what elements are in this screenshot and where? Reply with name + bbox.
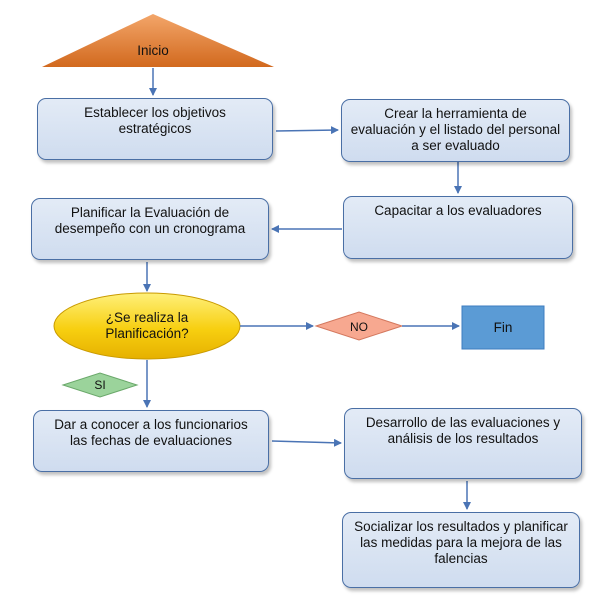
announce-label: Dar a conocer a los funcionarios las fec…: [54, 417, 248, 448]
yes-diamond: [61, 372, 139, 398]
decision-label: ¿Se realiza la Planificación?: [105, 310, 189, 341]
end-rect: [461, 305, 545, 350]
end-label: Fin: [493, 320, 513, 335]
announce-box: Dar a conocer a los funcionarios las fec…: [33, 410, 269, 472]
train-label: Capacitar a los evaluadores: [374, 203, 542, 218]
yes-label: SI: [94, 378, 106, 392]
no-label: NO: [350, 320, 368, 334]
start-triangle: [42, 14, 274, 67]
plan-label: Planificar la Evaluación de desempeño co…: [54, 205, 246, 236]
plan-box: Planificar la Evaluación de desempeño co…: [31, 198, 269, 260]
objectives-label: Establecer los objetivos estratégicos: [84, 105, 226, 136]
start-label: Inicio: [137, 43, 169, 58]
train-box: Capacitar a los evaluadores: [343, 196, 573, 259]
objectives-box: Establecer los objetivos estratégicos: [37, 98, 273, 160]
tool-label: Crear la herramienta de evaluación y el …: [350, 106, 561, 153]
socialize-label: Socializar los resultados y planificar l…: [354, 519, 568, 566]
socialize-box: Socializar los resultados y planificar l…: [342, 512, 580, 588]
develop-box: Desarrollo de las evaluaciones y análisi…: [344, 408, 582, 479]
develop-label: Desarrollo de las evaluaciones y análisi…: [365, 415, 561, 446]
arrow-announce-develop: [271, 438, 342, 447]
arrow-objectives-tool: [275, 126, 339, 135]
tool-box: Crear la herramienta de evaluación y el …: [341, 99, 570, 162]
